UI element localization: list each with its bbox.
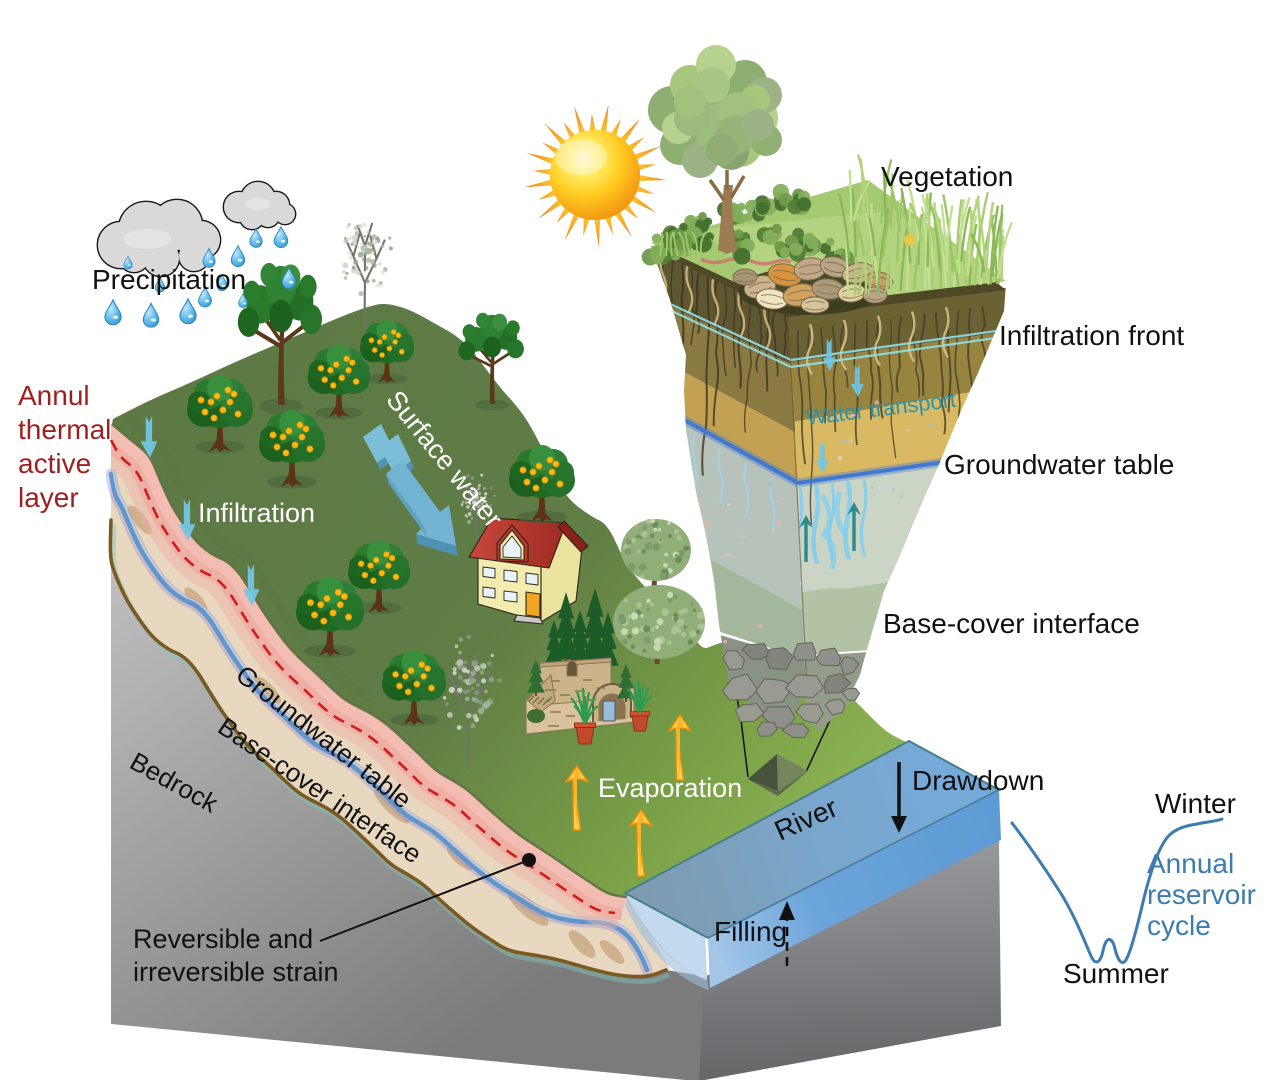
svg-text:Winter: Winter <box>1155 788 1236 819</box>
svg-text:Precipitation: Precipitation <box>92 264 246 295</box>
svg-text:Annual: Annual <box>1147 848 1234 879</box>
svg-text:Infiltration: Infiltration <box>198 498 315 528</box>
svg-text:Groundwater table: Groundwater table <box>944 449 1174 480</box>
svg-text:irreversible strain: irreversible strain <box>133 957 339 987</box>
svg-text:thermal: thermal <box>18 414 111 445</box>
svg-text:layer: layer <box>18 482 79 513</box>
svg-text:Base-cover interface: Base-cover interface <box>883 608 1140 639</box>
svg-text:reservoir: reservoir <box>1147 879 1256 910</box>
svg-text:active: active <box>18 448 91 479</box>
svg-text:Annul: Annul <box>18 380 90 411</box>
svg-text:Vegetation: Vegetation <box>881 161 1013 192</box>
svg-text:Infiltration front: Infiltration front <box>999 320 1184 351</box>
svg-text:Evaporation: Evaporation <box>598 773 742 803</box>
svg-text:Filling: Filling <box>714 916 787 947</box>
svg-text:Drawdown: Drawdown <box>912 765 1044 796</box>
svg-text:cycle: cycle <box>1147 910 1211 941</box>
svg-text:Summer: Summer <box>1063 958 1169 989</box>
svg-text:Reversible and: Reversible and <box>133 924 313 954</box>
